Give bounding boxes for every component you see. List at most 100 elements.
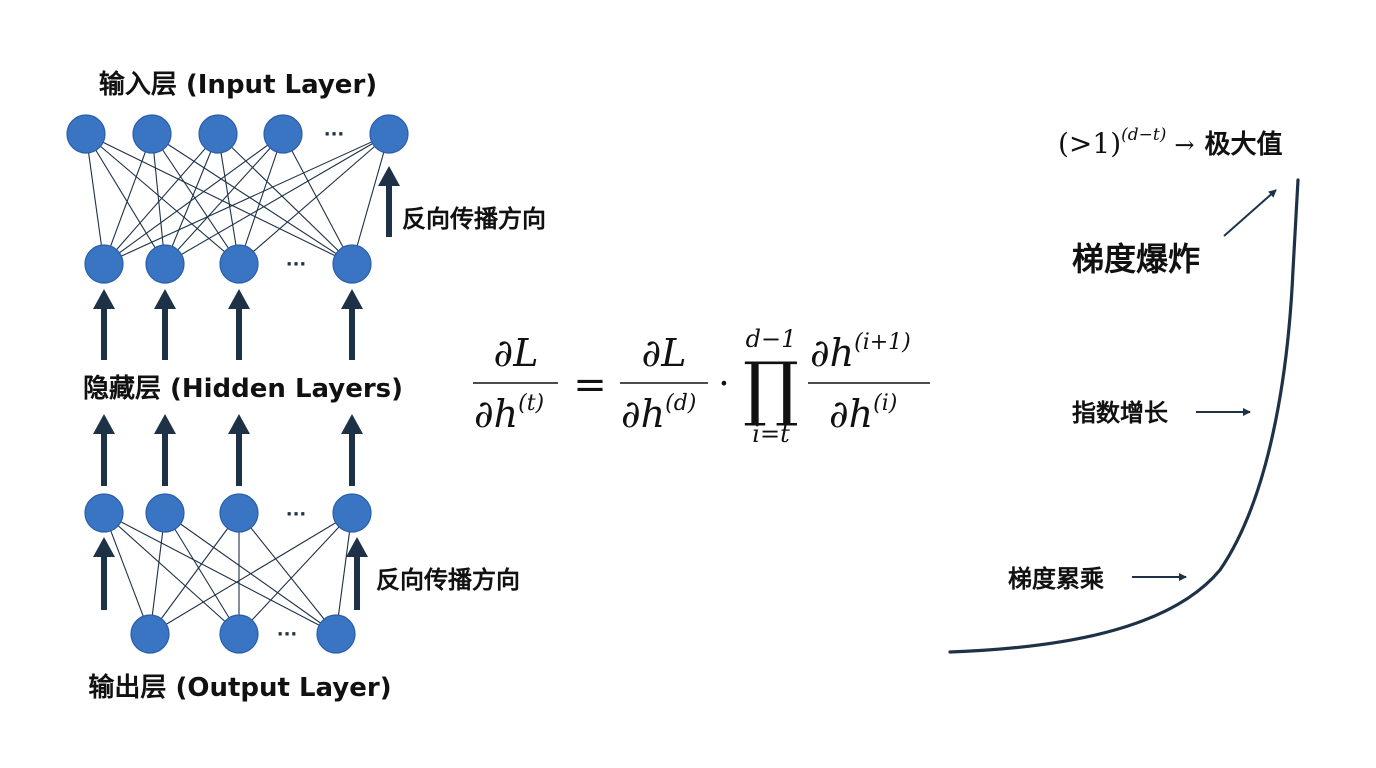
connection-line xyxy=(85,133,105,265)
hidden-node xyxy=(84,244,124,284)
up-arrow-head xyxy=(341,289,363,309)
up-arrow-head xyxy=(154,414,176,434)
output-node xyxy=(130,614,170,654)
input-node xyxy=(66,114,106,154)
connection-line xyxy=(164,133,390,265)
expr-exponent: (d−t) xyxy=(1121,125,1166,145)
up-arrow-head xyxy=(93,537,115,557)
exponential-growth-label: 指数增长 xyxy=(1072,399,1169,427)
connection-line xyxy=(103,133,390,265)
connection-line xyxy=(217,133,353,265)
hidden-lower-ellipsis: ··· xyxy=(286,504,307,525)
connection-line xyxy=(103,512,151,635)
neural-network: ··· ··· ··· ··· 输入层 (Input Layer) 隐藏层 (H… xyxy=(66,69,546,703)
product-upper-limit: d−1 xyxy=(746,325,797,353)
gradient-explosion-curve: (>1)(d−t) → 极大值 梯度爆炸 指数增长 梯度累乘 xyxy=(948,125,1300,654)
inner-den-base: ∂h xyxy=(829,392,873,436)
expr-result: 极大值 xyxy=(1204,130,1282,160)
up-arrow-head xyxy=(228,414,250,434)
max-value-expression: (>1)(d−t) → 极大值 xyxy=(1058,125,1282,160)
input-layer-label: 输入层 (Input Layer) xyxy=(99,69,377,100)
explosion-arrow xyxy=(1223,189,1277,237)
up-arrow-head xyxy=(154,289,176,309)
hidden-node xyxy=(145,493,185,533)
connection-line xyxy=(282,133,353,265)
lhs-denominator: ∂h(t) xyxy=(474,391,544,436)
multiply-dot: · xyxy=(718,364,729,405)
network-nodes xyxy=(66,114,409,654)
connection-line xyxy=(351,133,390,265)
lhs-den-base: ∂h xyxy=(474,392,518,436)
backprop-direction-label-bottom: 反向传播方向 xyxy=(376,566,520,594)
lhs-den-sup: (t) xyxy=(518,391,544,416)
inner-den-sup: (i) xyxy=(873,391,897,416)
inner-num-sup: (i+1) xyxy=(854,330,911,355)
inner-numerator: ∂h(i+1) xyxy=(810,330,911,375)
connection-line xyxy=(238,133,284,265)
connection-line xyxy=(238,512,353,635)
connection-line xyxy=(164,512,240,635)
connection-line xyxy=(151,133,166,265)
output-layer-label: 输出层 (Output Layer) xyxy=(88,672,391,703)
product-lower-limit: i=t xyxy=(752,420,790,448)
hidden-layers-label: 隐藏层 (Hidden Layers) xyxy=(83,374,403,404)
hidden-node xyxy=(332,244,372,284)
rhs-denominator: ∂h(d) xyxy=(621,391,696,436)
connections-input-hidden xyxy=(85,133,390,265)
up-arrow-head xyxy=(341,414,363,434)
up-arrow-head xyxy=(228,289,250,309)
lhs-numerator: ∂L xyxy=(494,331,539,375)
connection-line xyxy=(335,512,353,635)
up-arrow-head xyxy=(93,289,115,309)
output-node xyxy=(219,614,259,654)
connection-line xyxy=(103,133,219,265)
connection-line xyxy=(85,133,353,265)
gradient-formula: ∂L ∂h(t) = ∂L ∂h(d) · d−1 ∏ i=t ∂h(i+1) … xyxy=(473,325,930,448)
output-node xyxy=(316,614,356,654)
hidden-node xyxy=(219,244,259,284)
up-arrow-head xyxy=(346,537,368,557)
expr-base: (>1) xyxy=(1058,127,1121,160)
hidden-node xyxy=(219,493,259,533)
connection-line xyxy=(217,133,240,265)
connection-line xyxy=(149,512,353,635)
connection-line xyxy=(151,133,353,265)
connection-line xyxy=(149,512,240,635)
hidden-node xyxy=(84,493,124,533)
input-node xyxy=(369,114,409,154)
rhs-den-sup: (d) xyxy=(665,391,696,416)
output-layer-ellipsis: ··· xyxy=(277,624,298,645)
connection-line xyxy=(103,133,153,265)
inner-denominator: ∂h(i) xyxy=(829,391,897,436)
input-node xyxy=(198,114,238,154)
equals-sign: = xyxy=(573,362,607,408)
rhs-den-base: ∂h xyxy=(621,392,665,436)
hidden-node xyxy=(332,493,372,533)
input-node xyxy=(132,114,172,154)
connection-line xyxy=(149,512,166,635)
hidden-upper-ellipsis: ··· xyxy=(286,254,307,275)
exponential-curve xyxy=(948,178,1300,654)
connection-line xyxy=(151,133,240,265)
input-layer-ellipsis: ··· xyxy=(324,124,345,145)
expr-arrow: → xyxy=(1174,131,1194,159)
backprop-direction-label-top: 反向传播方向 xyxy=(402,205,546,233)
up-arrow-head xyxy=(378,166,400,186)
connections-hidden-output xyxy=(103,512,353,635)
connection-line xyxy=(85,133,240,265)
rhs-numerator: ∂L xyxy=(642,331,687,375)
input-node xyxy=(263,114,303,154)
hidden-node xyxy=(145,244,185,284)
connection-line xyxy=(164,133,219,265)
inner-num-base: ∂h xyxy=(810,331,854,375)
gradient-explosion-label: 梯度爆炸 xyxy=(1072,240,1200,278)
connection-line xyxy=(103,133,284,265)
gradient-product-label: 梯度累乘 xyxy=(1008,565,1104,593)
connection-line xyxy=(238,512,337,635)
connection-line xyxy=(164,133,284,265)
backprop-arrows xyxy=(93,166,400,610)
connection-line xyxy=(103,512,240,635)
connection-line xyxy=(238,133,390,265)
product-symbol: ∏ xyxy=(743,347,799,429)
